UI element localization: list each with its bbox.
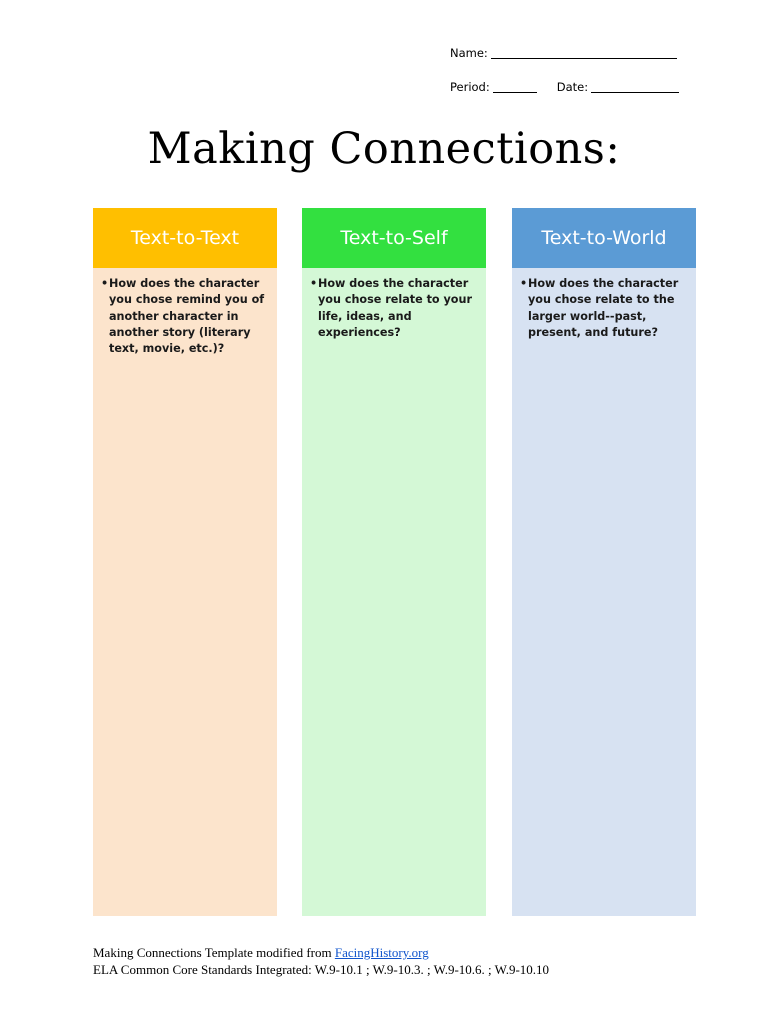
name-field[interactable]	[490, 47, 677, 59]
column-body[interactable]: • How does the character you chose remin…	[93, 268, 277, 916]
column-heading: Text-to-World	[541, 227, 667, 249]
column-heading: Text-to-Self	[340, 227, 448, 249]
footer-source-text: Making Connections Template modified fro…	[93, 945, 335, 960]
facinghistory-link[interactable]: FacingHistory.org	[334, 945, 429, 960]
name-row: Name:	[450, 36, 690, 70]
period-date-row: Period: Date:	[450, 70, 690, 104]
column-body[interactable]: • How does the character you chose relat…	[302, 268, 486, 916]
column-text-to-world: Text-to-World • How does the character y…	[512, 208, 696, 916]
name-label: Name:	[450, 46, 488, 60]
bullet-icon: •	[310, 277, 318, 290]
column-prompt: How does the character you chose relate …	[318, 277, 472, 339]
footer-standards-line: ELA Common Core Standards Integrated: W.…	[93, 962, 550, 977]
column-prompt: How does the character you chose remind …	[109, 277, 265, 356]
period-label: Period:	[450, 80, 490, 94]
column-prompt: How does the character you chose relate …	[528, 277, 679, 339]
footer-source-line: Making Connections Template modified fro…	[93, 944, 549, 961]
bullet-icon: •	[101, 277, 109, 290]
page-title: Making Connections:	[147, 124, 621, 174]
column-text-to-self: Text-to-Self • How does the character yo…	[302, 208, 486, 916]
column-heading: Text-to-Text	[130, 227, 240, 249]
date-field[interactable]	[591, 81, 680, 93]
period-field[interactable]	[492, 81, 537, 93]
column-header: Text-to-Text	[93, 208, 277, 268]
column-body[interactable]: • How does the character you chose relat…	[512, 268, 696, 916]
date-label: Date:	[556, 80, 589, 94]
student-info-fields: Name: Period: Date:	[450, 36, 690, 104]
bullet-icon: •	[520, 277, 528, 290]
footer: Making Connections Template modified fro…	[93, 944, 549, 978]
column-header: Text-to-Self	[302, 208, 486, 268]
column-text-to-text: Text-to-Text • How does the character yo…	[93, 208, 277, 916]
column-header: Text-to-World	[512, 208, 696, 268]
